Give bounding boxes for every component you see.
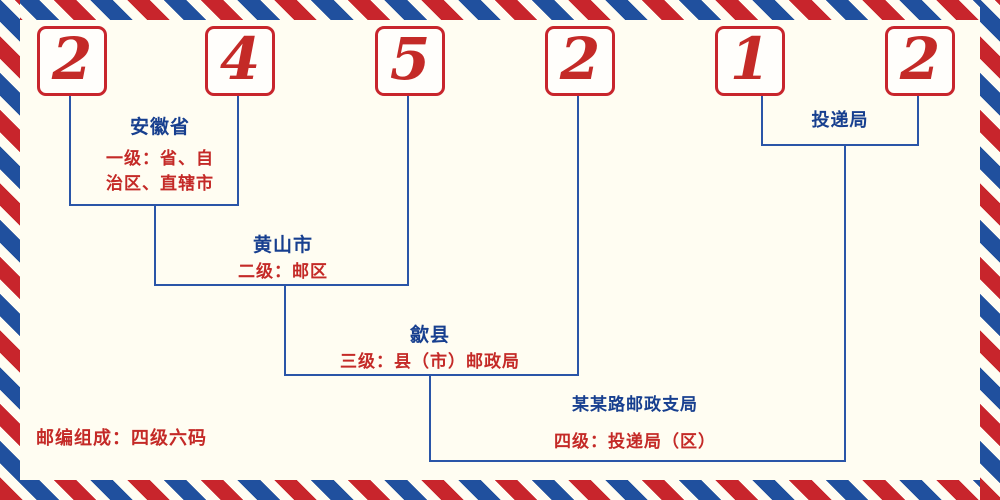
- level4-place-name: 某某路邮政支局: [572, 395, 698, 415]
- level3-place-name: 歙县: [409, 324, 450, 346]
- digit-1: 2: [51, 25, 93, 93]
- envelope-stripe-border-bottom: [0, 480, 1000, 500]
- digit-5: 1: [729, 25, 771, 93]
- envelope-stripe-border-left: [0, 0, 20, 500]
- connector-line: [407, 96, 409, 286]
- digit-6: 2: [899, 25, 941, 93]
- connector-line: [429, 460, 846, 462]
- connector-line: [577, 96, 579, 376]
- digit-box-3: 5: [375, 26, 445, 96]
- digit-2: 4: [219, 25, 261, 93]
- digit-3: 5: [389, 25, 431, 93]
- level2-place-name: 黄山市: [252, 234, 313, 256]
- level1-place-name: 安徽省: [129, 116, 190, 138]
- digit-box-4: 2: [545, 26, 615, 96]
- digit-box-5: 1: [715, 26, 785, 96]
- level1-description-line1: 一级：省、自: [106, 149, 214, 169]
- postal-code-composition-note: 邮编组成：四级六码: [36, 428, 207, 449]
- connector-line: [429, 374, 431, 462]
- connector-line: [237, 96, 239, 206]
- connector-line: [761, 96, 763, 146]
- level1-description-line2: 治区、直辖市: [106, 174, 214, 194]
- connector-line: [284, 284, 286, 376]
- delivery-office-label: 投递局: [811, 110, 869, 131]
- digit-box-6: 2: [885, 26, 955, 96]
- connector-line: [154, 204, 156, 286]
- digit-box-1: 2: [37, 26, 107, 96]
- digit-box-2: 4: [205, 26, 275, 96]
- connector-line: [844, 144, 846, 462]
- connector-line: [69, 96, 71, 206]
- connector-line: [284, 374, 579, 376]
- digit-4: 2: [559, 25, 601, 93]
- connector-line: [917, 96, 919, 146]
- level4-description: 四级：投递局（区）: [554, 432, 716, 452]
- connector-line: [154, 284, 409, 286]
- level2-description: 二级：邮区: [238, 262, 328, 282]
- envelope-stripe-border-top: [0, 0, 1000, 20]
- envelope-stripe-border-right: [980, 0, 1000, 500]
- level3-description: 三级：县（市）邮政局: [340, 352, 520, 372]
- connector-line: [761, 144, 919, 146]
